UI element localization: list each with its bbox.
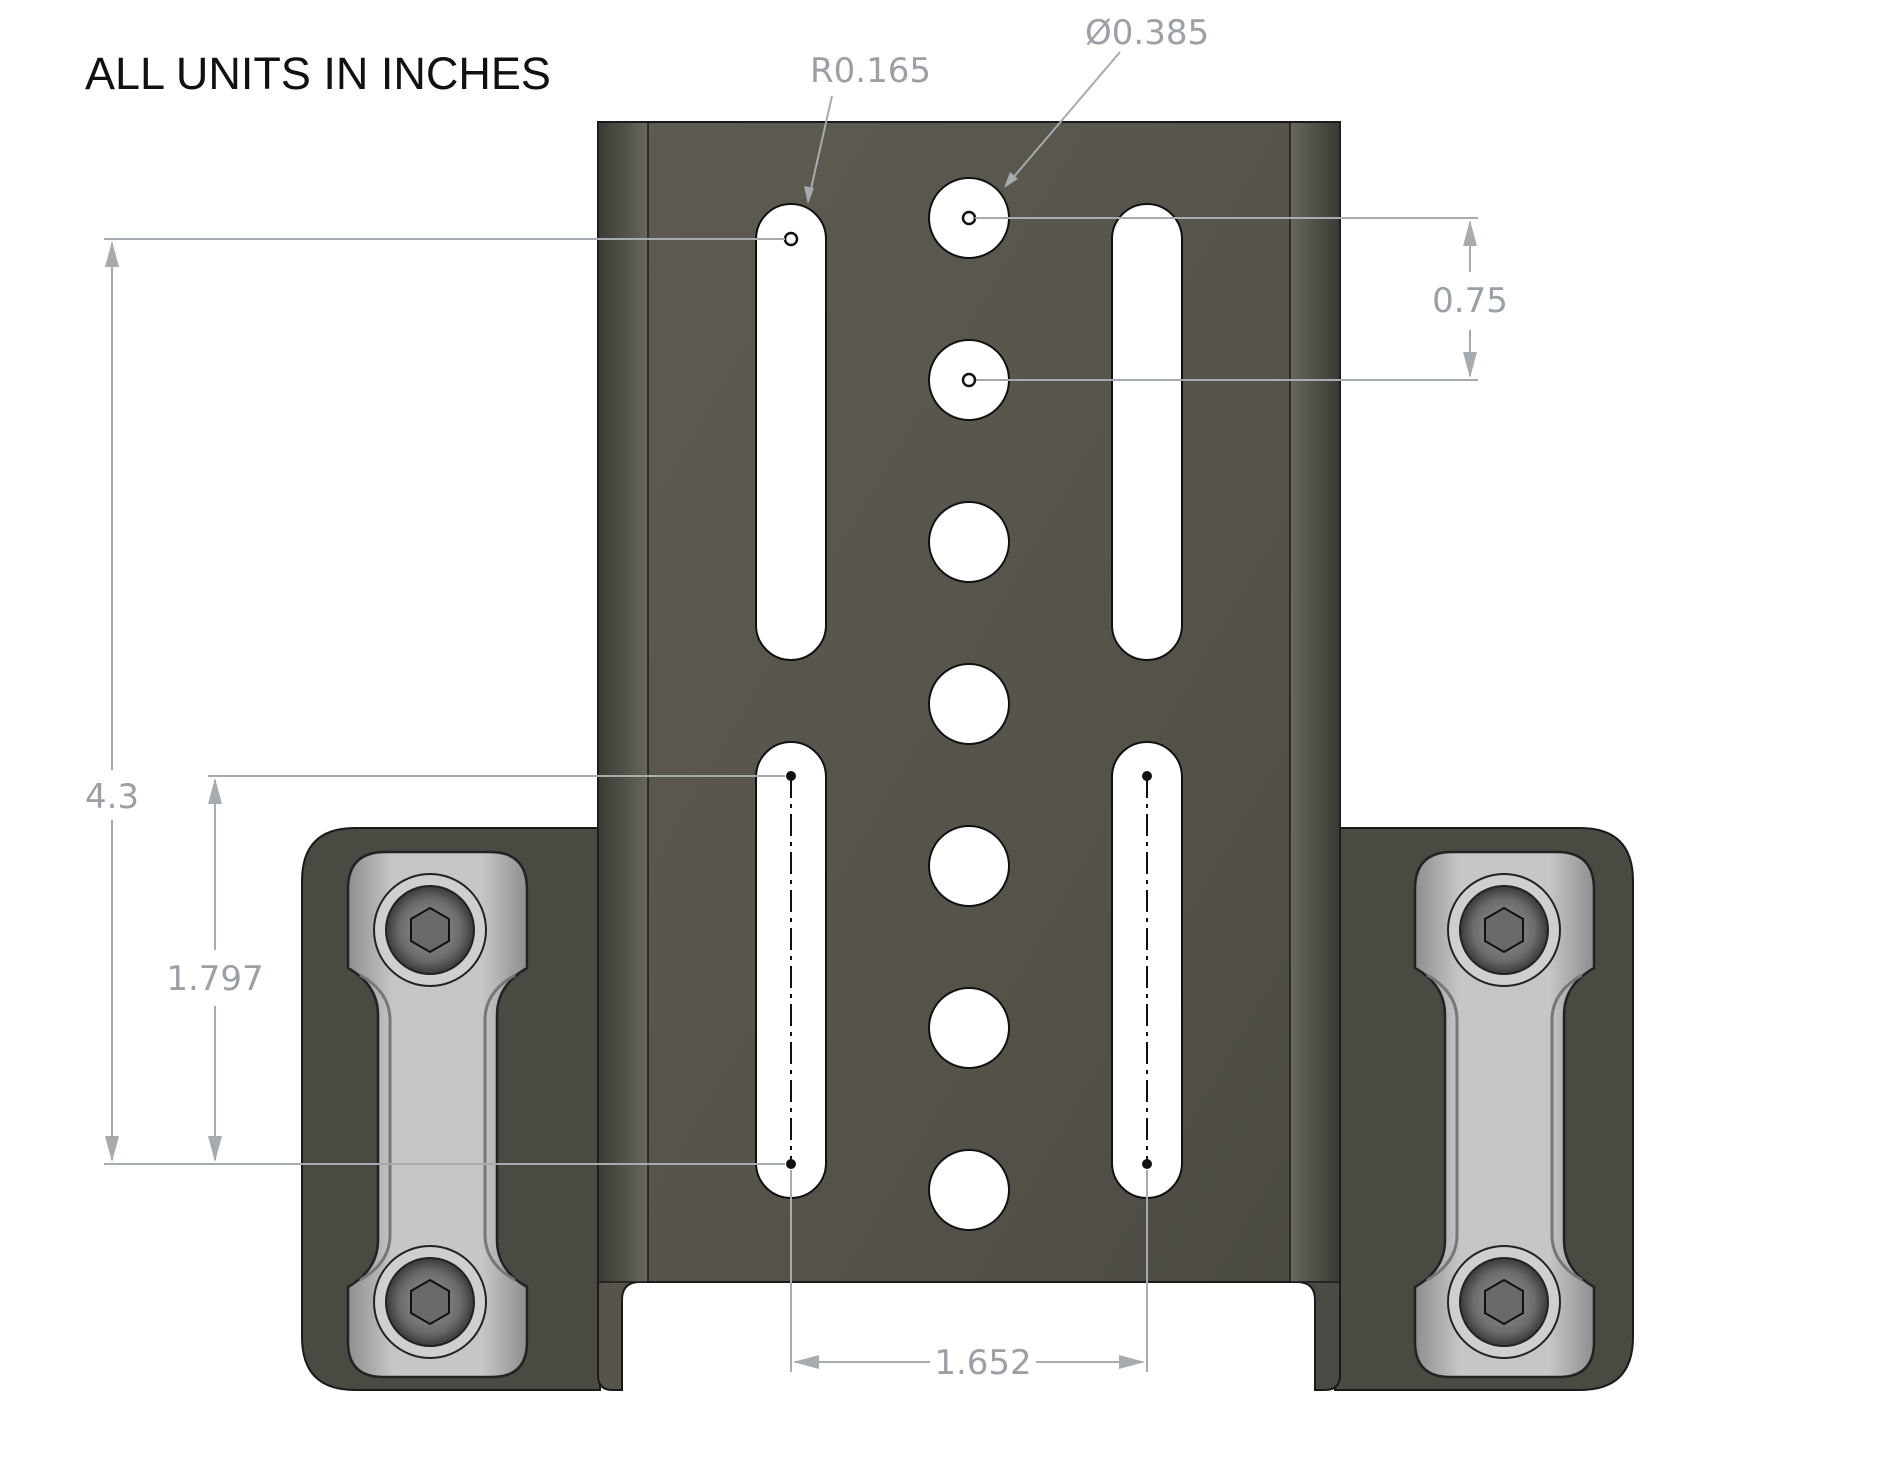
- left-bend: [597, 121, 649, 1283]
- dim-slot-length: 1.797: [166, 775, 785, 1162]
- slot-upper-right: [1111, 203, 1183, 661]
- hole-5: [928, 825, 1010, 907]
- bolt-icon: [373, 1245, 487, 1359]
- overall-height-label: 4.3: [85, 777, 139, 817]
- left-clamp: [346, 850, 529, 1379]
- dim-slot-spacing: 1.652: [790, 1170, 1148, 1383]
- right-bend: [1289, 121, 1341, 1283]
- dim-slot-radius: R0.165: [783, 51, 931, 247]
- bolt-icon: [1447, 1245, 1561, 1359]
- bolt-icon: [373, 873, 487, 987]
- hole-7: [928, 1149, 1010, 1231]
- slot-radius-label: R0.165: [810, 51, 931, 91]
- dim-hole-diameter: Ø0.385: [961, 13, 1209, 226]
- hole-diameter-label: Ø0.385: [1085, 13, 1209, 53]
- slot-upper-left: [755, 203, 827, 661]
- center-holes: [928, 177, 1010, 1231]
- slot-spacing-label: 1.652: [934, 1343, 1031, 1383]
- hole-4: [928, 663, 1010, 745]
- dim-overall-height: 4.3: [85, 238, 785, 1165]
- hole-6: [928, 987, 1010, 1069]
- slot-centerlines: [790, 776, 1148, 1164]
- hole-spacing-label: 0.75: [1432, 281, 1508, 321]
- slot-length-label: 1.797: [166, 959, 263, 999]
- units-note: ALL UNITS IN INCHES: [85, 48, 551, 99]
- bolt-icon: [1447, 873, 1561, 987]
- hole-3: [928, 501, 1010, 583]
- dim-hole-spacing: 0.75: [961, 217, 1508, 388]
- right-clamp: [1413, 850, 1596, 1379]
